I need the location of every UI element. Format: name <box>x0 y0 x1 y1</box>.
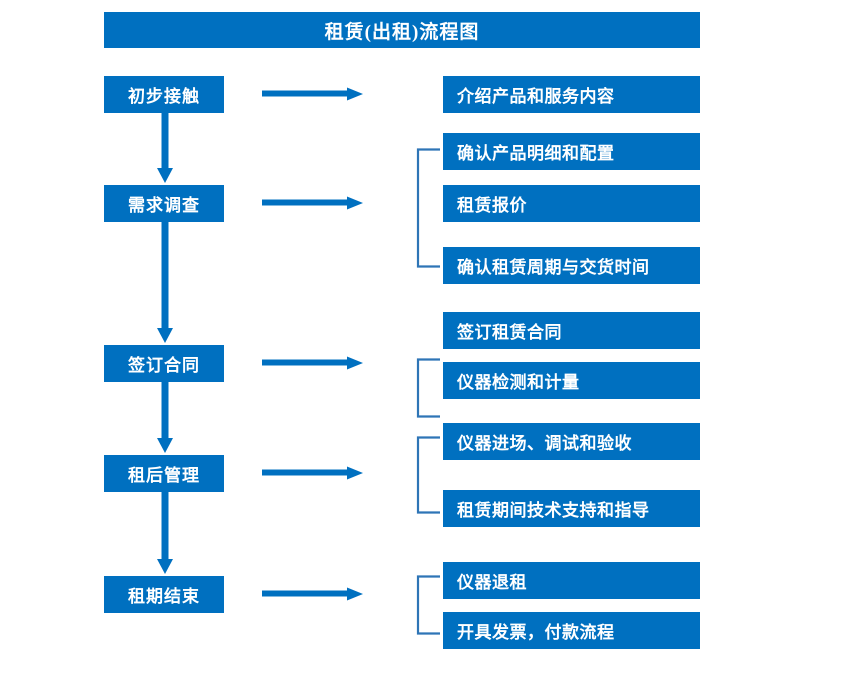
stage-box-zuqijieshu[interactable]: 租期结束 <box>104 576 224 613</box>
stage-box-zuhouguanli[interactable]: 租后管理 <box>104 455 224 492</box>
horizontal-arrow-stage5 <box>262 585 364 603</box>
detail-box-jieshaochanpin[interactable]: 介绍产品和服务内容 <box>443 76 700 113</box>
stage-box-qiandinghetong[interactable]: 签订合同 <box>104 345 224 382</box>
vertical-arrow-stage1-stage2 <box>155 113 175 185</box>
detail-box-zulinbaojia[interactable]: 租赁报价 <box>443 185 700 222</box>
group-bracket-stage2 <box>415 148 441 268</box>
diagram-title: 租赁(出租)流程图 <box>104 12 700 48</box>
detail-box-qiandingzulinhetong[interactable]: 签订租赁合同 <box>443 312 700 349</box>
vertical-arrow-stage3-stage4 <box>155 382 175 455</box>
vertical-arrow-stage2-stage3 <box>155 222 175 345</box>
detail-box-kaijufapiao[interactable]: 开具发票，付款流程 <box>443 612 700 649</box>
stage-box-xuqiudiaocha[interactable]: 需求调查 <box>104 185 224 222</box>
horizontal-arrow-stage1 <box>262 85 364 103</box>
horizontal-arrow-stage2 <box>262 194 364 212</box>
detail-box-zulinqijianjishu[interactable]: 租赁期间技术支持和指导 <box>443 490 700 527</box>
vertical-arrow-stage4-stage5 <box>155 492 175 576</box>
horizontal-arrow-stage4 <box>262 464 364 482</box>
detail-box-yiqijianceheji[interactable]: 仪器检测和计量 <box>443 362 700 399</box>
detail-box-yiqijinchang[interactable]: 仪器进场、调试和验收 <box>443 423 700 460</box>
horizontal-arrow-stage3 <box>262 354 364 372</box>
stage-box-chubujiechu[interactable]: 初步接触 <box>104 76 224 113</box>
detail-box-yiqituizu[interactable]: 仪器退租 <box>443 562 700 599</box>
group-bracket-stage3 <box>415 358 441 418</box>
detail-box-querenzulinzhouqi[interactable]: 确认租赁周期与交货时间 <box>443 247 700 284</box>
group-bracket-stage4 <box>415 436 441 514</box>
group-bracket-stage5 <box>415 575 441 635</box>
detail-box-querenchanpinmingxi[interactable]: 确认产品明细和配置 <box>443 133 700 170</box>
